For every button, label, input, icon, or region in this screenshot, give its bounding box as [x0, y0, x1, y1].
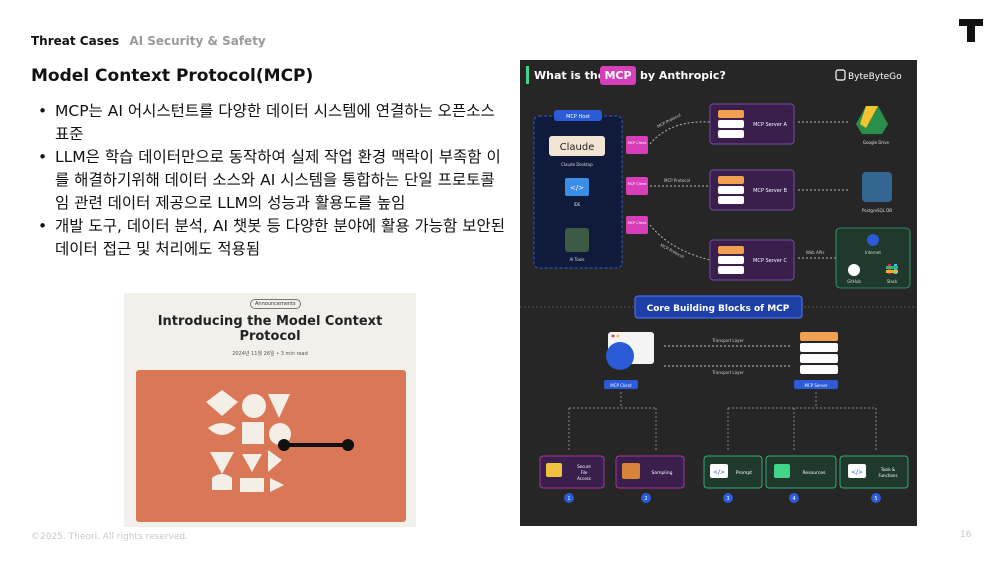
- page-number: 16: [960, 530, 972, 540]
- svg-text:MCP Server C: MCP Server C: [753, 258, 787, 264]
- diagram-title-prefix: What is the: [534, 69, 605, 82]
- transport-label-top: Transport Layer: [711, 338, 744, 343]
- svg-text:MCP Server B: MCP Server B: [753, 188, 787, 194]
- mcp-host-label: MCP Host: [566, 114, 590, 120]
- svg-text:2: 2: [644, 496, 647, 502]
- core-mcp-client-icon: [606, 332, 654, 370]
- mcp-diagram: What is the MCP by Anthropic? ByteByteGo…: [520, 60, 917, 526]
- theori-logo-icon: [959, 19, 983, 42]
- internet-icon: [867, 234, 879, 246]
- core-server-label: MCP Server: [804, 383, 827, 388]
- google-drive-label: Google Drive: [863, 140, 890, 145]
- protocol-line-a: [649, 121, 711, 145]
- diagram-title-highlight: MCP: [604, 69, 631, 82]
- mcp-highlight: [600, 66, 636, 85]
- block-resources: Resources 4: [765, 455, 837, 503]
- mcp-host-badge: [554, 110, 602, 121]
- ai-tools-icon: [565, 228, 589, 252]
- tree-connectors: [568, 392, 877, 450]
- ide-icon: [565, 178, 589, 196]
- diagram-title-suffix: by Anthropic?: [640, 69, 726, 82]
- svg-text:</>: </>: [851, 469, 863, 476]
- slide-title: Model Context Protocol(MCP): [31, 66, 314, 86]
- bullet-item: LLM은 학습 데이터만으로 동작하여 실제 작업 환경 맥락이 부족함 이를 …: [38, 146, 508, 215]
- svg-text:1: 1: [567, 496, 570, 502]
- mcp-client-b: MCP Client: [626, 177, 648, 195]
- svg-text:Sampling: Sampling: [651, 470, 672, 476]
- mcp-server-a: MCP Server A: [709, 103, 795, 145]
- mcp-client-a: MCP Client: [626, 136, 648, 154]
- svg-text:MCP Server A: MCP Server A: [753, 122, 787, 128]
- block-sampling: Sampling 2: [615, 455, 685, 503]
- internet-label: Internet: [865, 250, 881, 255]
- svg-text:Access: Access: [577, 476, 591, 481]
- core-server-badge: [794, 380, 838, 389]
- claude-logo: [549, 136, 605, 156]
- slack-icon: [886, 264, 898, 274]
- footer-copyright: ©2025. Theori. All rights reserved.: [31, 532, 188, 542]
- section-header: Threat Cases AI Security & Safety: [31, 34, 266, 48]
- transport-label-bottom: Transport Layer: [711, 370, 744, 375]
- protocol-line-c: [649, 224, 711, 261]
- svg-text:MCP Client: MCP Client: [628, 182, 647, 186]
- brand-label: ByteByteGo: [848, 72, 902, 82]
- slack-label: Slack: [887, 279, 898, 284]
- block-tools-functions: </> Tools & Functions 5: [839, 455, 909, 503]
- postgresql-label: PostgreSQL DB: [862, 208, 892, 213]
- svg-text:Resources: Resources: [803, 470, 827, 476]
- announcement-artwork: [136, 370, 406, 522]
- svg-text:Prompt: Prompt: [736, 470, 752, 476]
- svg-text:File: File: [581, 470, 588, 475]
- ai-tools-label: AI Tools: [569, 257, 584, 262]
- block-secure-file-access: Secure File Access 1: [539, 455, 605, 503]
- bullet-list: MCP는 AI 어시스턴트를 다양한 데이터 시스템에 연결하는 오픈소스 표준…: [38, 100, 508, 261]
- svg-text:3: 3: [726, 496, 729, 502]
- claude-desktop-label: Claude Desktop: [561, 162, 593, 167]
- core-mcp-server-icon: [800, 332, 838, 374]
- svg-text:Tools &: Tools &: [880, 467, 895, 472]
- svg-text:Functions: Functions: [878, 473, 897, 478]
- web-apis-label: Web APIs: [806, 250, 824, 255]
- title-accent-bar: [526, 66, 529, 84]
- github-label: GitHub: [847, 279, 861, 284]
- svg-text:4: 4: [792, 496, 795, 502]
- ide-label: IDE: [574, 202, 581, 207]
- protocol-label-b: MCP Protocol: [664, 178, 690, 183]
- claude-app-label: Claude: [560, 142, 595, 153]
- core-blocks-badge: [634, 295, 803, 319]
- mcp-client-c: MCP Client: [626, 216, 648, 234]
- mcp-server-c: MCP Server C: [709, 239, 795, 281]
- bytebytego-logo-icon: [835, 69, 846, 81]
- svg-text:</>: </>: [713, 469, 725, 476]
- protocol-label-a: MCP Protocol: [656, 112, 681, 129]
- svg-text:MCP Client: MCP Client: [628, 221, 647, 225]
- block-prompt: </> Prompt 3: [703, 455, 763, 503]
- announcement-meta: 2024년 11월 26일 • 3 min read: [232, 351, 308, 357]
- bullet-item: MCP는 AI 어시스턴트를 다양한 데이터 시스템에 연결하는 오픈소스 표준: [38, 100, 508, 146]
- subsection-label: AI Security & Safety: [129, 34, 266, 48]
- core-client-badge: [604, 380, 638, 389]
- section-label: Threat Cases: [31, 34, 120, 48]
- github-icon: [848, 264, 860, 276]
- postgresql-icon: [862, 172, 892, 202]
- mcp-server-b: MCP Server B: [709, 169, 795, 211]
- core-client-label: MCP Client: [610, 383, 632, 388]
- announcement-tag: Announcements: [250, 299, 301, 309]
- svg-text:Secure: Secure: [577, 464, 591, 469]
- core-blocks-label: Core Building Blocks of MCP: [647, 304, 790, 314]
- svg-text:5: 5: [874, 496, 877, 502]
- bullet-item: 개발 도구, 데이터 분석, AI 챗봇 등 다양한 분야에 활용 가능함 보안…: [38, 215, 508, 261]
- announcement-title: Introducing the Model Context Protocol: [157, 314, 383, 344]
- svg-text:MCP Client: MCP Client: [628, 141, 647, 145]
- announcement-image: Announcements Introducing the Model Cont…: [124, 293, 416, 527]
- svg-text:</>: </>: [570, 184, 584, 192]
